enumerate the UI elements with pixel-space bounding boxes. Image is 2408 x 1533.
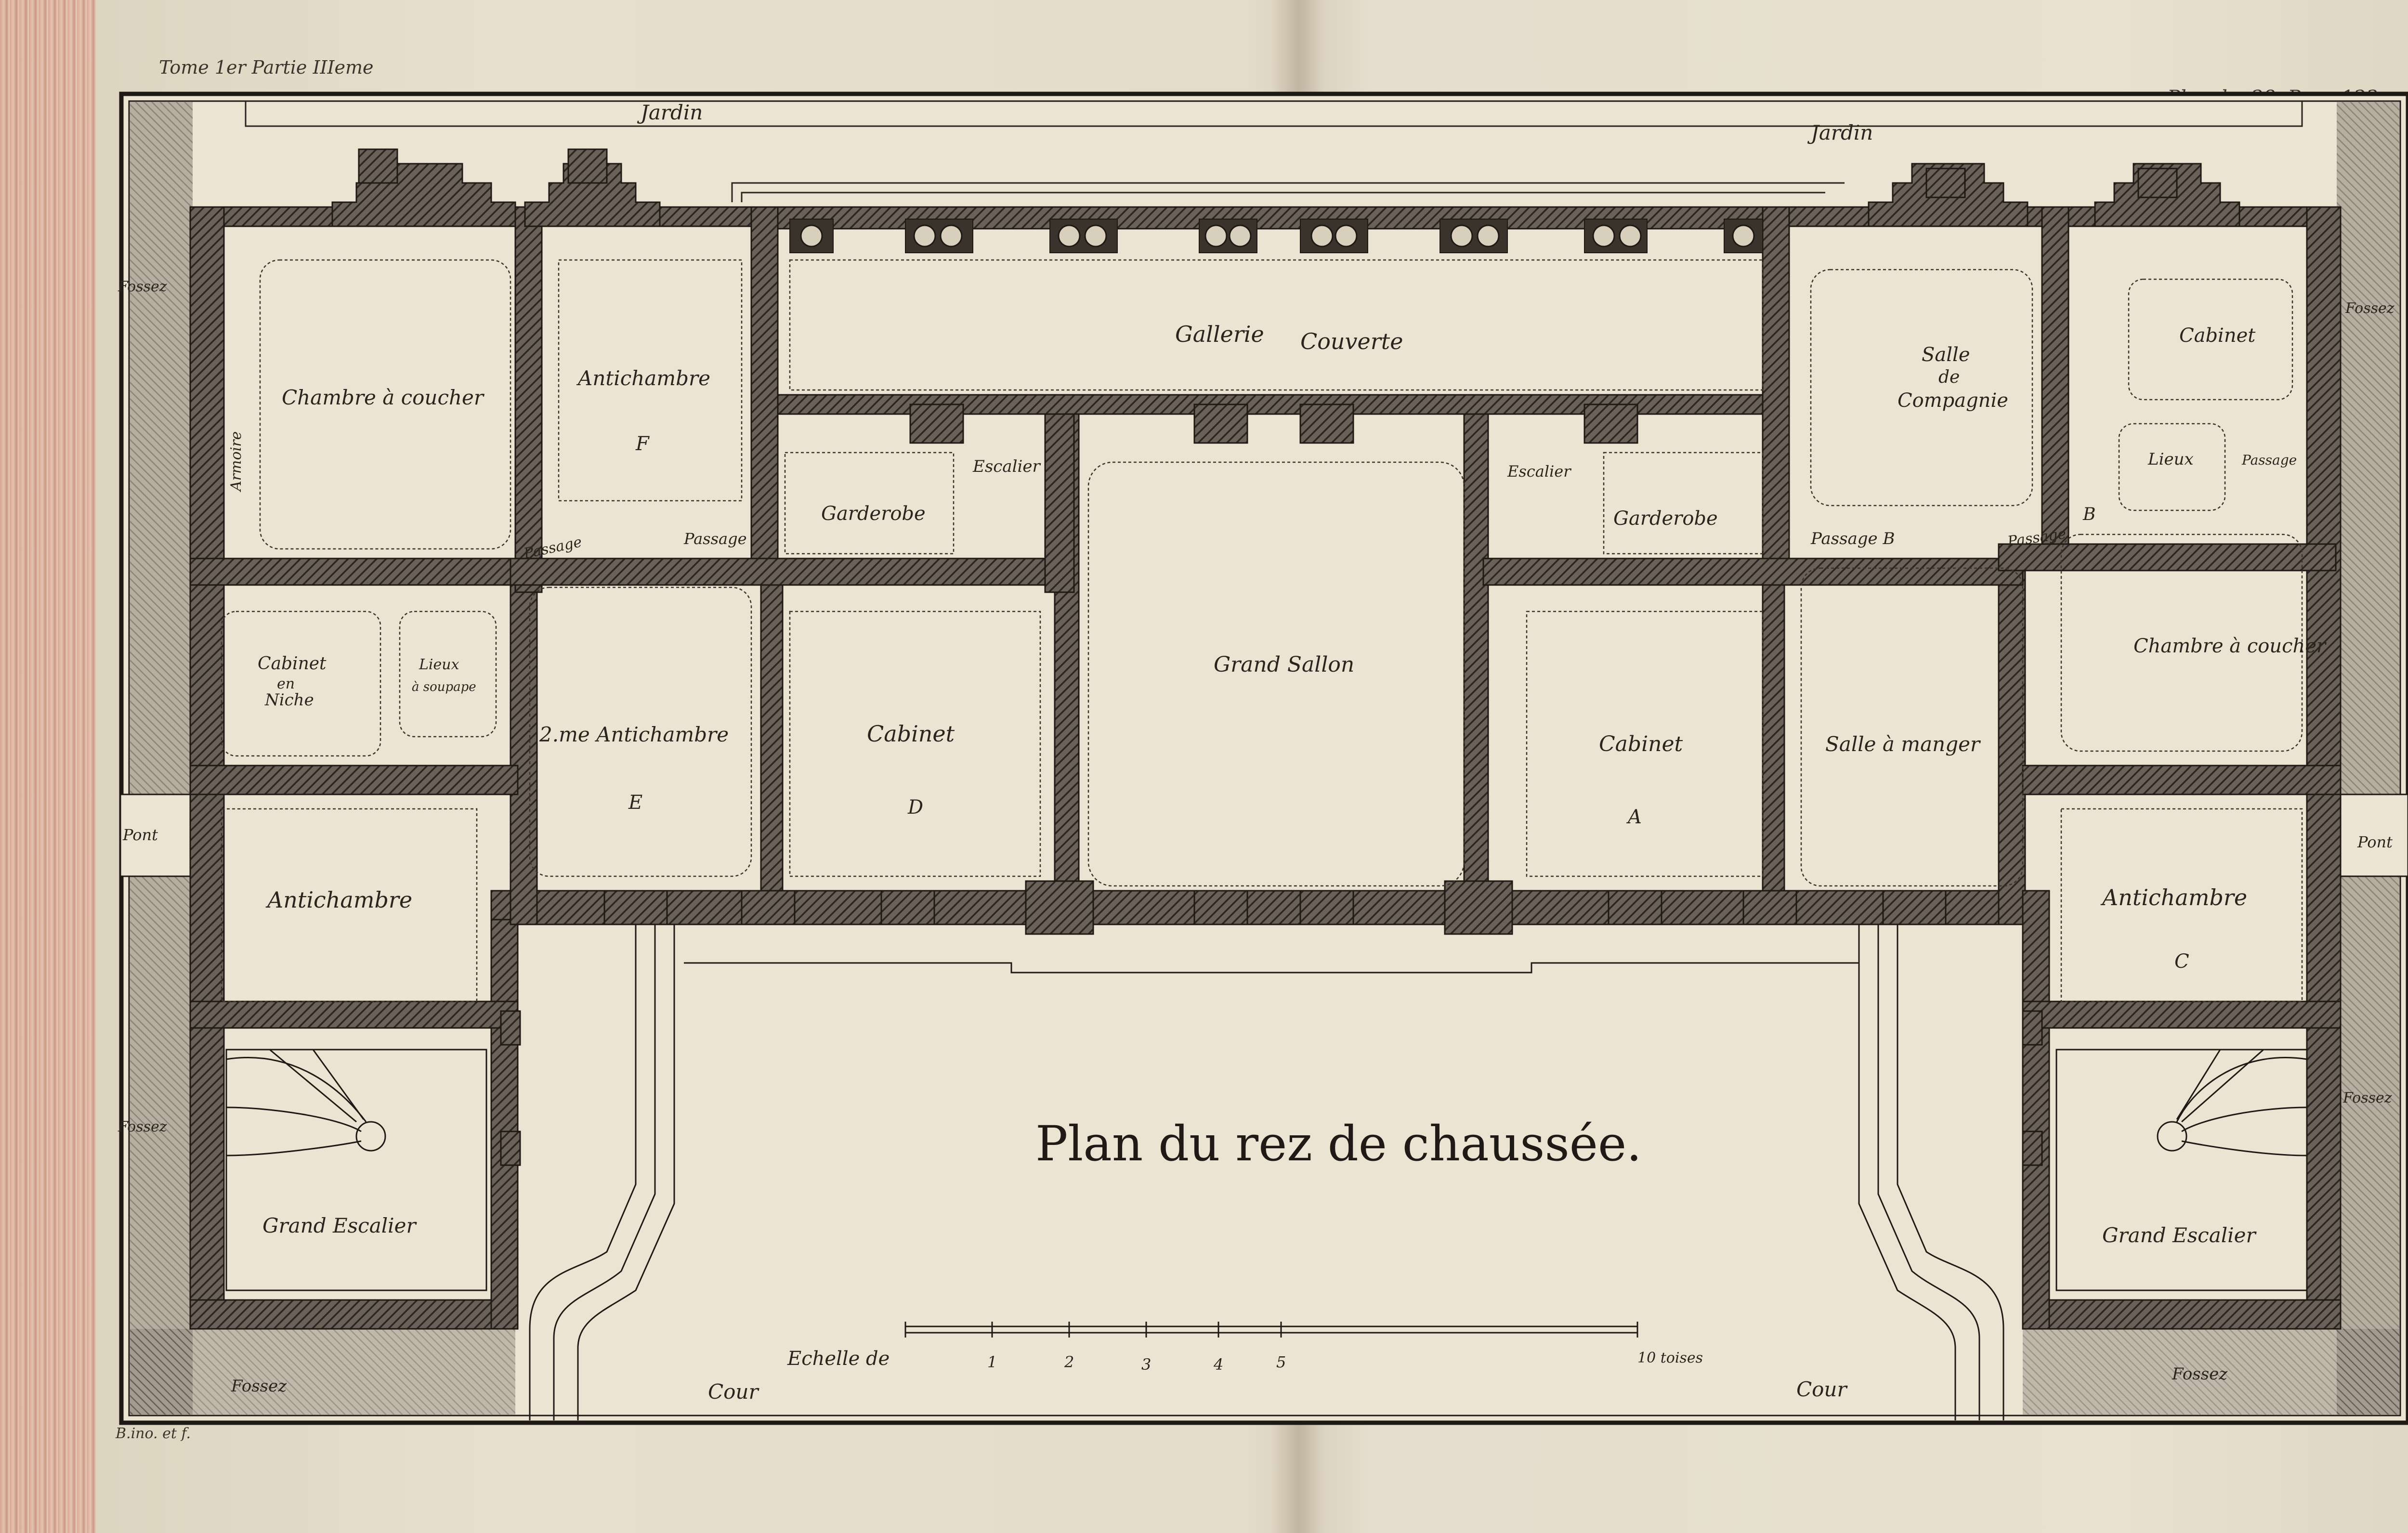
label-d: D bbox=[907, 796, 923, 818]
moat-bottom-right bbox=[2023, 1329, 2399, 1415]
scale-label: Echelle de bbox=[787, 1348, 890, 1370]
label-lieux-1: Lieux bbox=[419, 656, 459, 673]
bridge-left bbox=[119, 793, 198, 877]
label-passage-right-small: Passage bbox=[2241, 452, 2297, 468]
room-panels bbox=[221, 259, 2303, 1002]
label-chambre-left: Chambre à coucher bbox=[282, 386, 485, 409]
scale-tick-3: 3 bbox=[1141, 1355, 1151, 1374]
label-jardin-left: Jardin bbox=[637, 101, 703, 124]
label-cour-right: Cour bbox=[1796, 1377, 1848, 1401]
label-escalier-right: Escalier bbox=[1507, 462, 1571, 481]
label-fossez-5: Fossez bbox=[2343, 1090, 2392, 1106]
label-cabinet-a: Cabinet bbox=[1599, 732, 1683, 756]
label-b: B bbox=[2082, 505, 2095, 524]
label-fossez-6: Fossez bbox=[2172, 1364, 2228, 1384]
label-garderobe-left: Garderobe bbox=[821, 503, 926, 525]
label-fossez-4: Fossez bbox=[2345, 300, 2395, 317]
scale-end-label: 10 toises bbox=[1637, 1350, 1703, 1366]
room-labels: Jardin Jardin Gallerie Couverte Chambre … bbox=[118, 101, 2395, 1403]
label-passage-2: Passage bbox=[683, 530, 747, 548]
label-fossez-2: Fossez bbox=[118, 1118, 167, 1135]
scale-tick-2: 2 bbox=[1064, 1353, 1074, 1371]
staircase-left bbox=[225, 1049, 487, 1291]
scale-tick-5: 5 bbox=[1276, 1353, 1286, 1371]
gallery-columns bbox=[789, 219, 1763, 253]
label-salle-manger: Salle à manger bbox=[1825, 732, 1981, 756]
court bbox=[529, 924, 2004, 1420]
moat-right bbox=[2337, 102, 2399, 1415]
label-a: A bbox=[1626, 806, 1642, 828]
label-pont-left: Pont bbox=[122, 826, 158, 844]
bridge-right bbox=[2330, 793, 2408, 877]
label-fossez-1: Fossez bbox=[118, 278, 167, 295]
label-garderobe-right: Garderobe bbox=[1613, 507, 1718, 530]
engraver-credit: B.ino. et f. bbox=[116, 1425, 191, 1442]
moat-left bbox=[130, 102, 193, 1415]
label-salle-compagnie-1: Salle bbox=[1922, 344, 1970, 366]
label-e: E bbox=[628, 792, 642, 814]
label-antichambre-left: Antichambre bbox=[265, 887, 412, 913]
label-antichambre-e: 2.me Antichambre bbox=[539, 723, 729, 746]
label-antichambre-f: Antichambre bbox=[576, 366, 710, 390]
facade-piers bbox=[500, 403, 2043, 1166]
label-chambre-right: Chambre à coucher bbox=[2133, 635, 2327, 657]
staircase-right bbox=[2055, 1049, 2308, 1291]
label-jardin-right: Jardin bbox=[1807, 121, 1873, 144]
label-c: C bbox=[2174, 950, 2189, 973]
scale-tick-4: 4 bbox=[1213, 1355, 1223, 1374]
moat-bottom-left bbox=[130, 1329, 515, 1415]
label-armoire: Armoire bbox=[228, 431, 245, 493]
label-escalier-left: Escalier bbox=[972, 457, 1041, 476]
label-grand-escalier-left: Grand Escalier bbox=[262, 1214, 417, 1237]
scale-tick-1: 1 bbox=[987, 1353, 997, 1371]
label-salle-compagnie-2: de bbox=[1938, 367, 1960, 387]
tome-label: Tome 1er Partie IIIeme bbox=[159, 57, 374, 78]
label-couverte: Couverte bbox=[1300, 328, 1403, 354]
label-cabinet-d: Cabinet bbox=[867, 721, 955, 747]
label-pont-right: Pont bbox=[2357, 833, 2393, 851]
label-lieux-2: à soupape bbox=[412, 680, 476, 694]
label-salle-compagnie-3: Compagnie bbox=[1898, 390, 2008, 412]
label-cour-left: Cour bbox=[708, 1380, 759, 1403]
label-lieux-right: Lieux bbox=[2147, 450, 2194, 469]
label-cabinet-top-right: Cabinet bbox=[2179, 325, 2256, 347]
label-grand-escalier-right: Grand Escalier bbox=[2102, 1223, 2257, 1247]
pavilion-bays bbox=[331, 148, 2240, 227]
label-grand-sallon: Grand Sallon bbox=[1214, 652, 1354, 677]
label-fossez-3: Fossez bbox=[231, 1377, 287, 1396]
book-page-edges bbox=[0, 0, 96, 1533]
label-cabinet-niche-1: Cabinet bbox=[258, 654, 327, 674]
label-cabinet-niche-2: en bbox=[277, 676, 295, 692]
label-passage-b-left: Passage B bbox=[1810, 529, 1895, 548]
scale-bar bbox=[904, 1322, 1638, 1338]
label-antichambre-c: Antichambre bbox=[2100, 884, 2247, 910]
label-f: F bbox=[635, 433, 650, 455]
label-gallerie: Gallerie bbox=[1175, 321, 1264, 347]
plan-title: Plan du rez de chaussée. bbox=[1035, 1116, 1642, 1172]
label-cabinet-niche-3: Niche bbox=[264, 690, 314, 710]
